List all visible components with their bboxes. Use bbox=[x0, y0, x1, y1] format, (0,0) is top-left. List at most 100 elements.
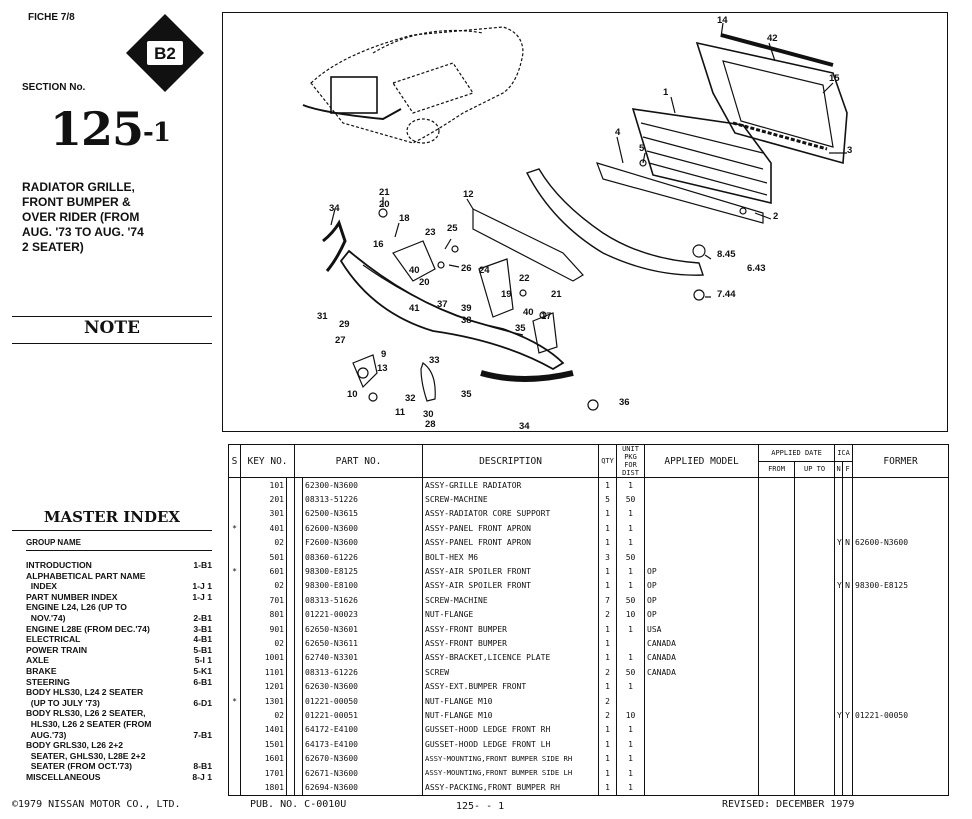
table-cell-empty bbox=[285, 506, 296, 522]
table-cell-empty bbox=[758, 578, 796, 594]
table-cell-empty bbox=[758, 477, 796, 493]
cell-key: 1401 bbox=[240, 722, 287, 738]
cell-unit: 1 bbox=[616, 780, 646, 796]
table-cell-empty bbox=[285, 621, 296, 637]
col-n: N bbox=[834, 460, 844, 478]
callout-label: 34 bbox=[329, 203, 340, 214]
cell-part: 62650-N3611 bbox=[302, 636, 424, 651]
cell-former: 98300-E8125 bbox=[852, 578, 950, 594]
cell-unit: 1 bbox=[616, 679, 646, 694]
table-cell-empty bbox=[758, 564, 796, 579]
table-cell-empty bbox=[285, 693, 296, 709]
cell-part: 62650-N3601 bbox=[302, 621, 424, 637]
table-cell-empty bbox=[294, 607, 304, 622]
cell-former bbox=[852, 521, 950, 536]
cell-qty: 1 bbox=[598, 650, 618, 666]
cell-f bbox=[842, 506, 854, 522]
cell-desc: ASSY-RADIATOR CORE SUPPORT bbox=[422, 506, 600, 522]
cell-key: 801 bbox=[240, 607, 287, 622]
table-cell-empty bbox=[758, 679, 796, 694]
cell-unit: 50 bbox=[616, 665, 646, 680]
table-cell-empty bbox=[758, 780, 796, 796]
callout-label: 40 bbox=[409, 265, 420, 276]
callout-label: 24 bbox=[479, 265, 490, 276]
copyright: ©1979 NISSAN MOTOR CO., LTD. bbox=[12, 799, 181, 810]
table-cell-empty bbox=[294, 679, 304, 694]
master-index-item-page: 8-B1 bbox=[193, 761, 212, 772]
callout-label: 36 bbox=[619, 397, 630, 408]
cell-f bbox=[842, 737, 854, 752]
cell-s bbox=[228, 535, 241, 550]
table-cell-empty bbox=[794, 636, 836, 651]
section-badge: B2 bbox=[126, 14, 204, 92]
cell-qty: 1 bbox=[598, 737, 618, 752]
table-cell-empty bbox=[794, 737, 836, 752]
callout-label: 41 bbox=[409, 303, 420, 314]
cell-model bbox=[644, 708, 760, 723]
callout-label: 39 bbox=[461, 303, 472, 314]
badge-label: B2 bbox=[154, 44, 176, 63]
cell-desc: GUSSET-HOOD LEDGE FRONT LH bbox=[422, 737, 600, 752]
callout-label: 33 bbox=[429, 355, 440, 366]
cell-key: 901 bbox=[240, 621, 287, 637]
cell-s bbox=[228, 679, 241, 694]
table-cell-empty bbox=[758, 521, 796, 536]
master-index-item-page: 2-B1 bbox=[193, 612, 212, 623]
master-index-item: SEATER, GHLS30, L28E 2+2 bbox=[26, 751, 212, 762]
master-index-item: NOV.'74)2-B1 bbox=[26, 613, 212, 624]
cell-key: 301 bbox=[240, 506, 287, 522]
table-cell-empty bbox=[758, 621, 796, 637]
callout-label: 26 bbox=[461, 263, 472, 274]
cell-qty: 2 bbox=[598, 665, 618, 680]
table-cell-empty bbox=[294, 621, 304, 637]
col-unit: UNIT PKG FOR DIST bbox=[616, 444, 646, 478]
col-upto: UP TO bbox=[794, 460, 836, 478]
master-index-item-name: (UP TO JULY '73) bbox=[26, 697, 100, 708]
cell-unit: 50 bbox=[616, 492, 646, 507]
cell-part: 62670-N3600 bbox=[302, 751, 424, 766]
cell-unit: 1 bbox=[616, 751, 646, 766]
col-key: KEY NO. bbox=[239, 444, 296, 478]
callout-label: 35 bbox=[461, 389, 472, 400]
table-cell-empty bbox=[758, 737, 796, 752]
cell-desc: ASSY-EXT.BUMPER FRONT bbox=[422, 679, 600, 694]
callout-label: 21 bbox=[379, 187, 390, 198]
cell-f bbox=[842, 549, 854, 565]
cell-part: 64172-E4100 bbox=[302, 722, 424, 738]
cell-model: CANADA bbox=[644, 665, 760, 680]
cell-unit: 1 bbox=[616, 722, 646, 738]
cell-n bbox=[834, 780, 844, 796]
cell-model bbox=[644, 722, 760, 738]
cell-desc: ASSY-GRILLE RADIATOR bbox=[422, 477, 600, 493]
cell-former bbox=[852, 751, 950, 766]
cell-n bbox=[834, 607, 844, 622]
cell-desc: ASSY-MOUNTING,FRONT BUMPER SIDE RH bbox=[422, 751, 600, 766]
callout-label: 18 bbox=[399, 213, 410, 224]
master-index-item-name: ALPHABETICAL PART NAME bbox=[26, 570, 146, 581]
col-model: APPLIED MODEL bbox=[644, 444, 760, 478]
cell-model bbox=[644, 737, 760, 752]
cell-former bbox=[852, 593, 950, 608]
master-index-item-page: 5-B1 bbox=[193, 644, 212, 655]
callout-label: 6.43 bbox=[747, 263, 766, 274]
cell-former bbox=[852, 636, 950, 651]
cell-part: 98300-E8125 bbox=[302, 564, 424, 579]
table-cell-empty bbox=[794, 578, 836, 594]
cell-model bbox=[644, 780, 760, 796]
cell-s bbox=[228, 549, 241, 565]
callout-label: 25 bbox=[447, 223, 458, 234]
master-index-item-page: 1-B1 bbox=[193, 560, 212, 570]
cell-qty: 5 bbox=[598, 492, 618, 507]
group-name-divider bbox=[26, 550, 212, 551]
master-index-item-name: INTRODUCTION bbox=[26, 560, 92, 570]
section-number-main: 125 bbox=[50, 102, 144, 156]
master-index-item-name: POWER TRAIN bbox=[26, 644, 88, 655]
cell-former bbox=[852, 679, 950, 694]
